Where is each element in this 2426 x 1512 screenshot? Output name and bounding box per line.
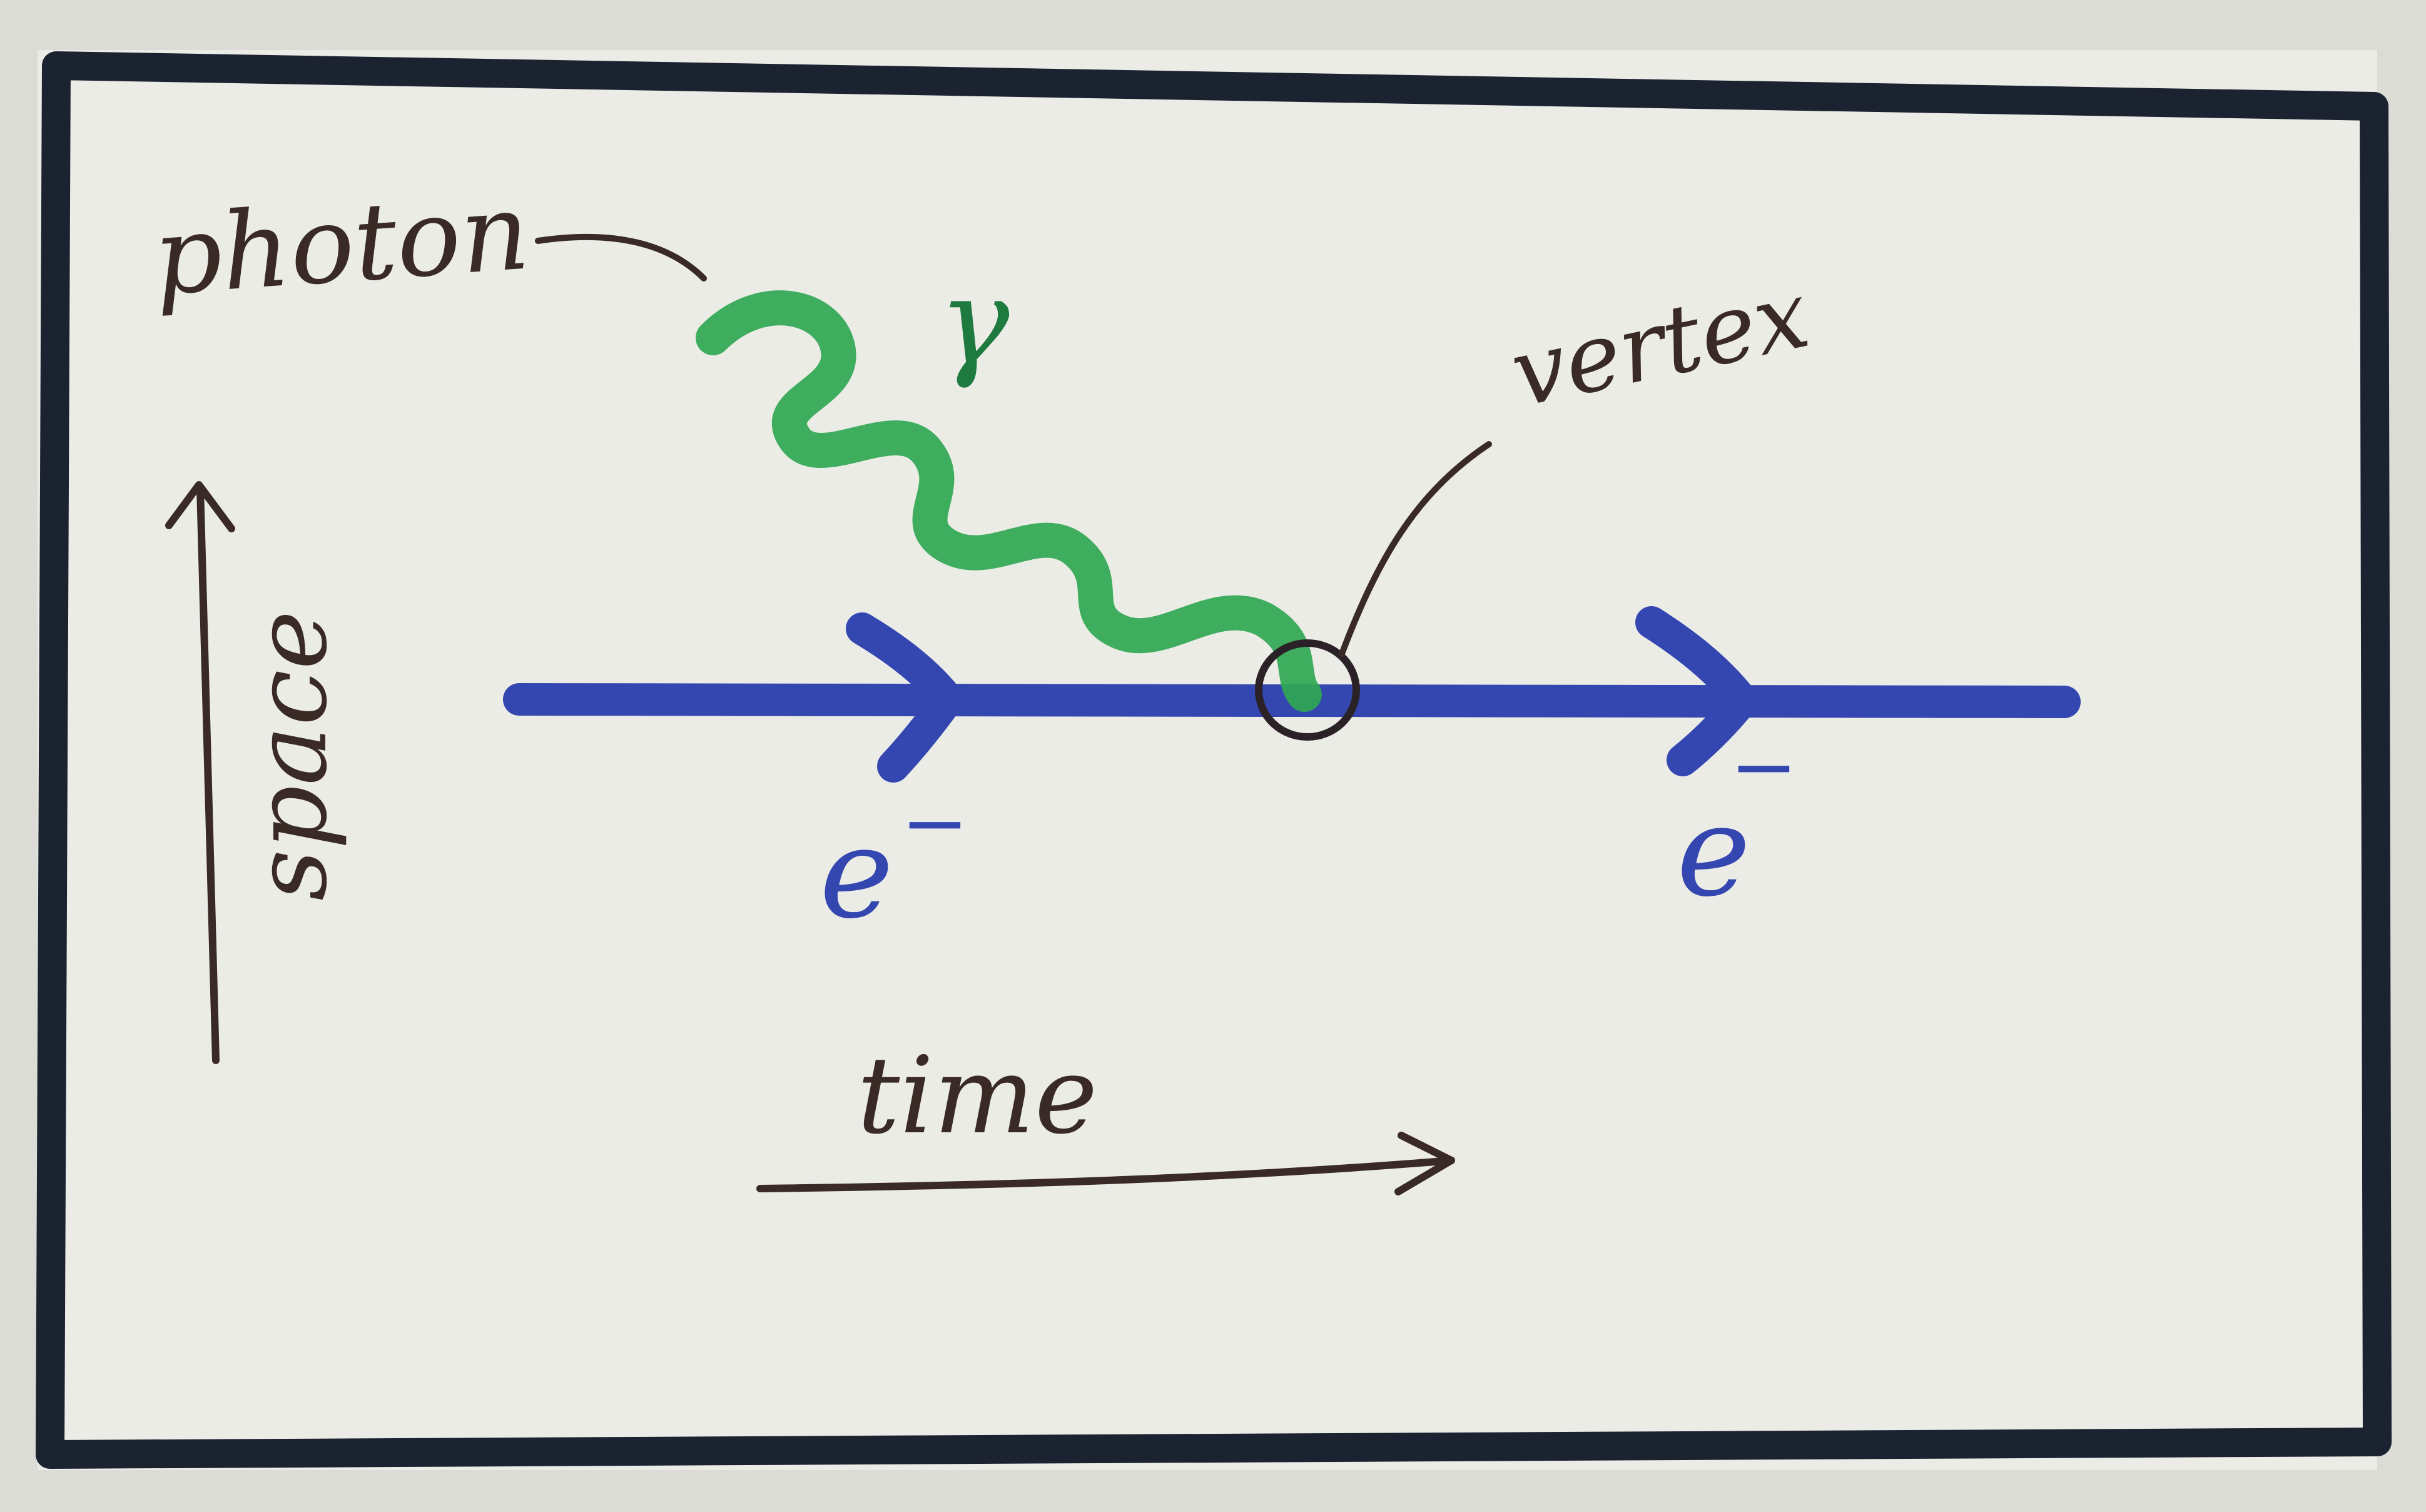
electron-arrow-right-icon: [1635, 606, 1759, 776]
time-arrowhead-icon: [1394, 1132, 1455, 1195]
electron-arrow-left-icon: [846, 612, 964, 783]
photon-label: photon: [150, 170, 533, 319]
time-axis: [756, 1157, 1455, 1192]
space-axis: [196, 484, 220, 1064]
electron-out-label: e: [1677, 779, 1750, 925]
photon-pointer: [535, 233, 707, 282]
photon-wavy-line: [696, 290, 1322, 712]
space-label: space: [232, 611, 349, 901]
gamma-label: γ: [938, 253, 1010, 391]
vertex-pointer: [1339, 441, 1492, 657]
vertex-circle: [1255, 639, 1360, 741]
electron-out-charge: −: [1730, 719, 1798, 814]
diagram-frame: [36, 51, 2392, 1469]
time-label: time: [857, 1034, 1098, 1158]
electron-in-label: e: [820, 801, 893, 946]
electron-in-charge: −: [901, 775, 969, 870]
space-arrowhead-icon: [165, 481, 235, 532]
paper-inner: [38, 50, 2377, 1470]
